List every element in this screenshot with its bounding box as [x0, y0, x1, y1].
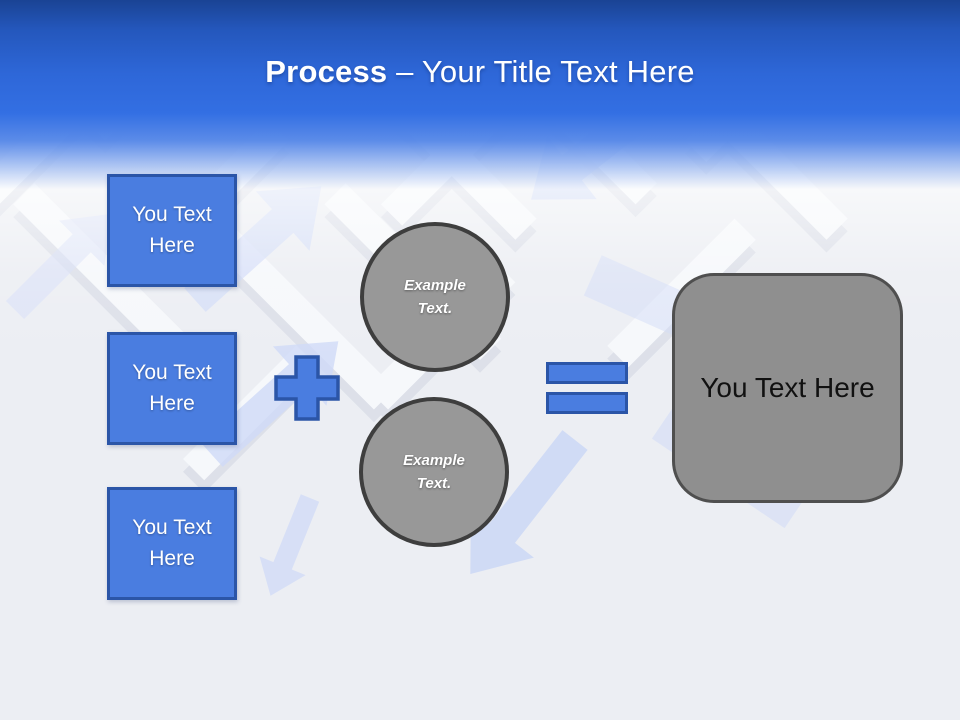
result-box-label: You Text Here	[700, 372, 875, 403]
text-box-1-label: You Text Here	[132, 203, 212, 257]
equals-bar-top	[546, 362, 628, 384]
example-circle-1-label: Example Text.	[404, 276, 466, 317]
text-box-3-label: You Text Here	[132, 516, 212, 570]
text-box-2[interactable]: You Text Here	[107, 332, 237, 445]
example-circle-1[interactable]: Example Text.	[360, 222, 510, 372]
equals-bar-bottom	[546, 392, 628, 414]
plus-icon	[274, 355, 340, 421]
text-box-1[interactable]: You Text Here	[107, 174, 237, 287]
title-text: – Your Title Text Here	[396, 54, 695, 89]
text-box-3[interactable]: You Text Here	[107, 487, 237, 600]
result-box[interactable]: You Text Here	[672, 273, 903, 503]
example-circle-2-label: Example Text.	[403, 451, 465, 492]
text-box-2-label: You Text Here	[132, 361, 212, 415]
example-circle-2[interactable]: Example Text.	[359, 397, 509, 547]
title-bar: Process – Your Title Text Here	[0, 0, 960, 195]
equals-icon	[546, 362, 628, 422]
slide-title[interactable]: Process – Your Title Text Here	[0, 54, 960, 90]
title-keyword: Process	[265, 54, 388, 89]
